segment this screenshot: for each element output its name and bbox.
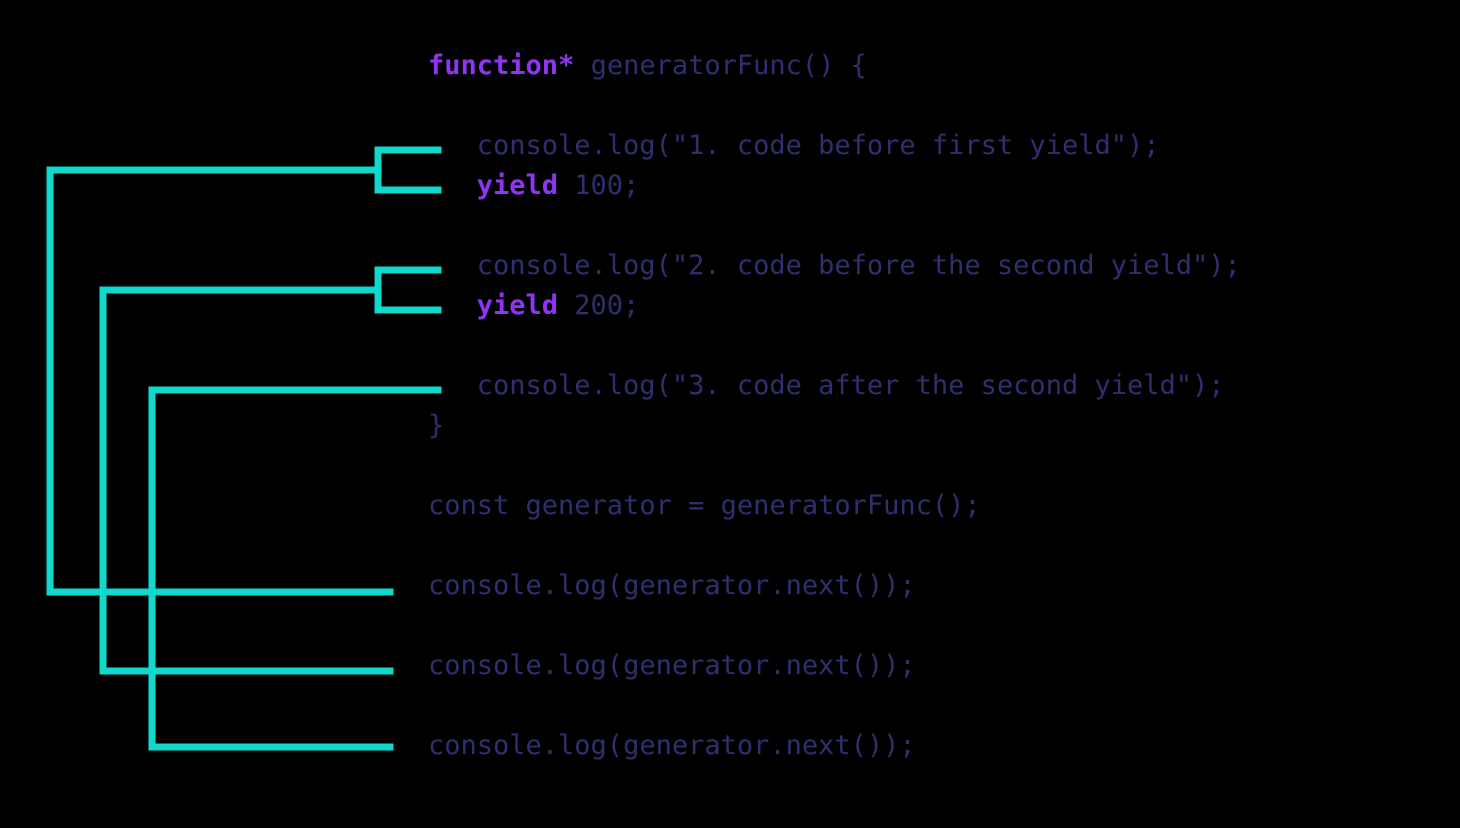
line-blank-2 <box>428 206 1448 246</box>
code-token-plain: 100; <box>558 170 640 201</box>
code-token-plain: 200; <box>558 290 640 321</box>
line-next-call-1: console.log(generator.next()); <box>428 566 1448 606</box>
line-yield-200: yield 200; <box>428 286 1448 326</box>
code-token-plain: console.log(generator.next()); <box>428 730 916 761</box>
line-blank-7 <box>428 686 1448 726</box>
line-blank-3 <box>428 326 1448 366</box>
code-token-keyword: yield <box>476 170 559 201</box>
code-token-plain: generatorFunc() { <box>574 50 867 81</box>
code-token-plain: console.log(generator.next()); <box>428 570 916 601</box>
line-console-log-2: console.log("2. code before the second y… <box>428 246 1448 286</box>
line-blank-1 <box>428 86 1448 126</box>
code-token-plain: } <box>428 410 445 441</box>
line-next-call-3: console.log(generator.next()); <box>428 726 1448 766</box>
line-blank-6 <box>428 606 1448 646</box>
line-function-decl: function* generatorFunc() { <box>428 46 1448 86</box>
code-block: function* generatorFunc() { console.log("… <box>428 46 1448 766</box>
code-token-keyword: function* <box>428 50 575 81</box>
line-console-log-3: console.log("3. code after the second yi… <box>428 366 1448 406</box>
code-token-plain: const generator = generatorFunc(); <box>428 490 981 521</box>
line-console-log-1: console.log("1. code before first yield"… <box>428 126 1448 166</box>
line-yield-100: yield 100; <box>428 166 1448 206</box>
line-blank-4 <box>428 446 1448 486</box>
line-const-generator: const generator = generatorFunc(); <box>428 486 1448 526</box>
line-blank-5 <box>428 526 1448 566</box>
connector-next-1 <box>46 146 442 596</box>
connector-next-2 <box>99 266 442 675</box>
code-token-keyword: yield <box>476 290 559 321</box>
code-token-plain: console.log("1. code before first yield"… <box>476 130 1160 161</box>
code-token-plain: console.log("2. code before the second y… <box>476 250 1241 281</box>
code-token-plain: console.log(generator.next()); <box>428 650 916 681</box>
line-close-brace: } <box>428 406 1448 446</box>
connector-next-3 <box>148 386 442 751</box>
code-token-plain: console.log("3. code after the second yi… <box>476 370 1225 401</box>
line-next-call-2: console.log(generator.next()); <box>428 646 1448 686</box>
